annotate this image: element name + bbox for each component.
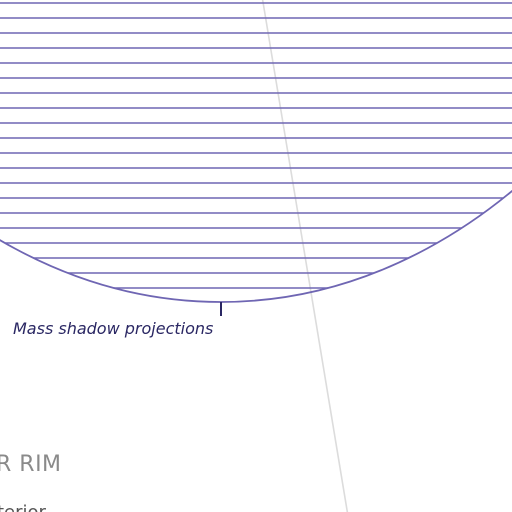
callout-label: Mass shadow projections [13,319,213,338]
shadow-hatch-lines [0,2,512,289]
section-heading: R RIM [0,452,62,477]
section-subheading: terior [0,502,47,512]
bowl-outline-curve [0,189,512,303]
diagonal-guide-line [261,0,349,512]
